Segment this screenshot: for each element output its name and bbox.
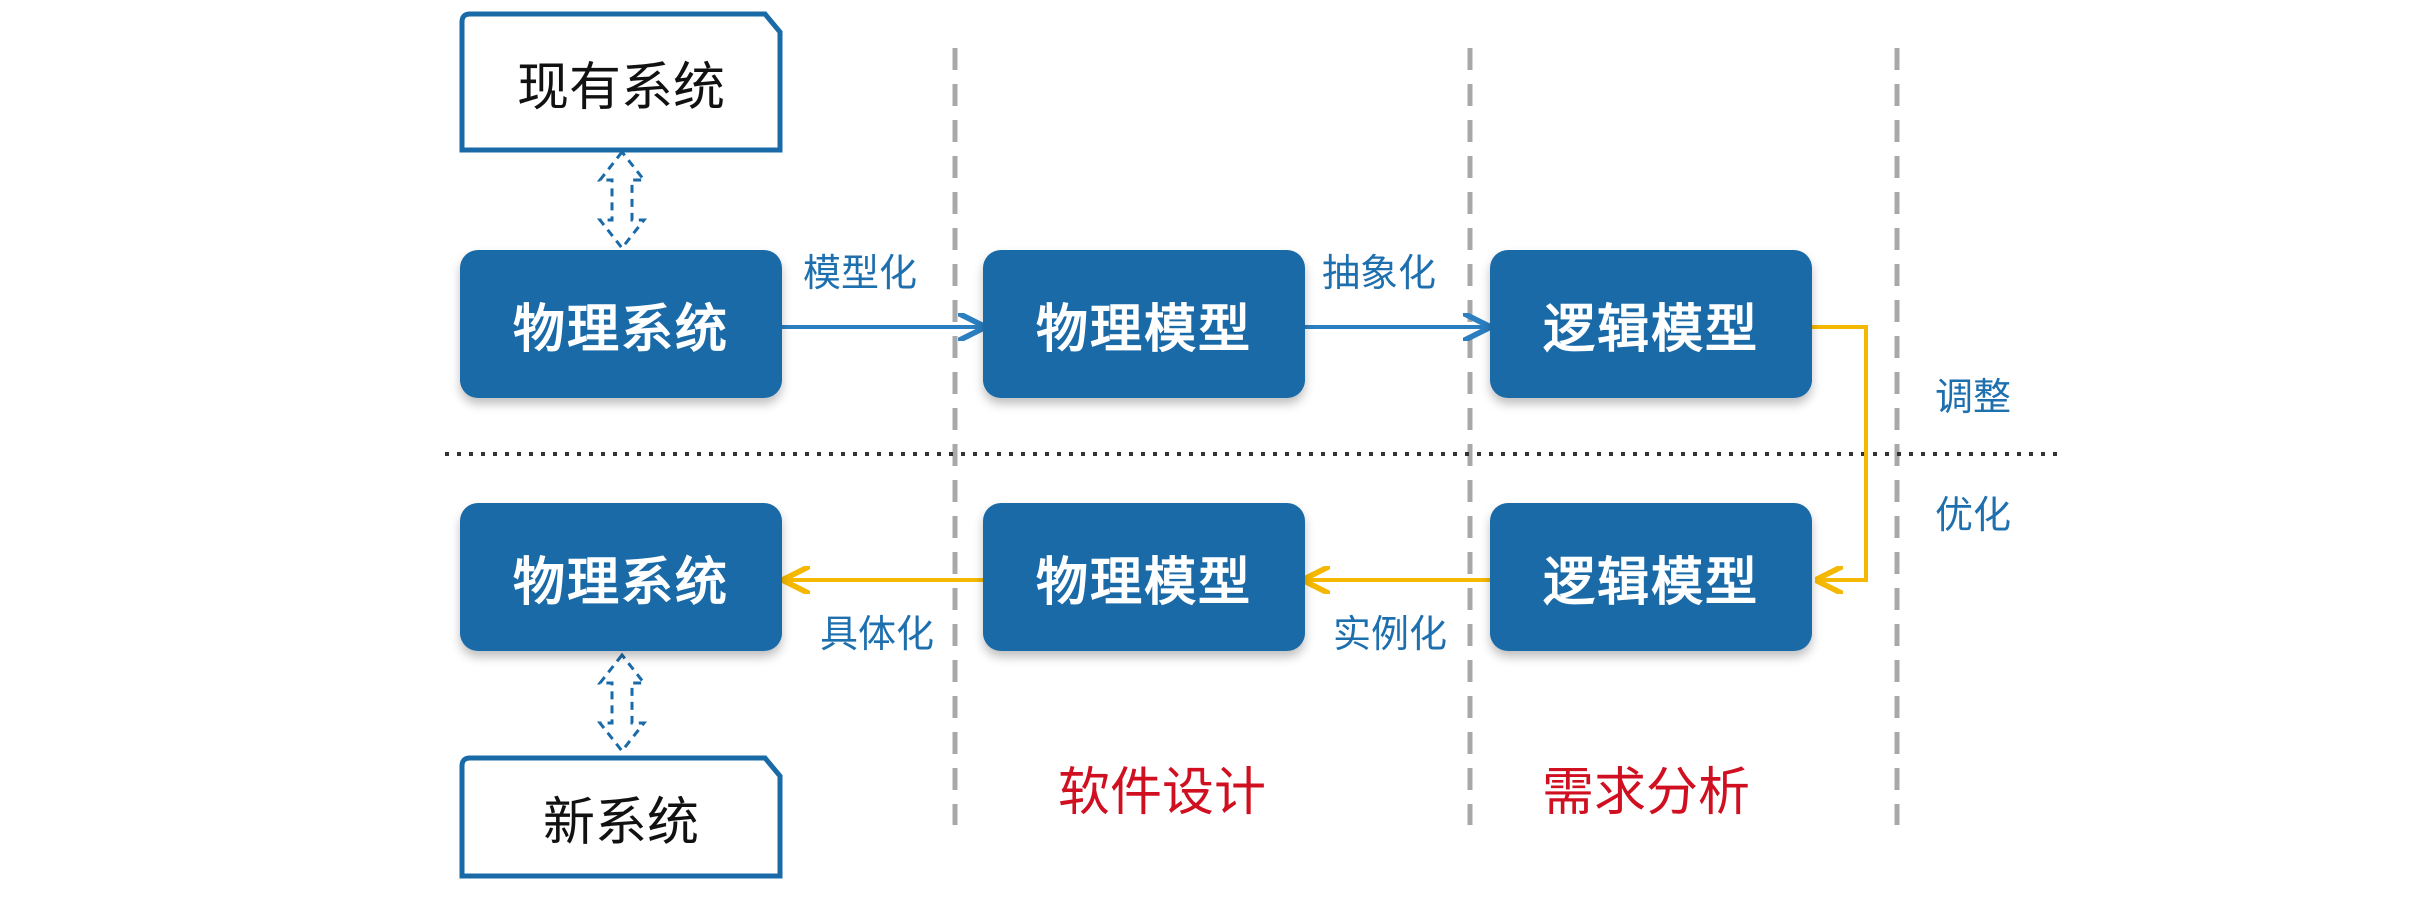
adjust-label: 调整 bbox=[1935, 375, 2012, 419]
top-physical-model-box: 物理模型 bbox=[983, 250, 1305, 398]
software-design-phase-label: 软件设计 bbox=[1058, 763, 1267, 823]
modeling-label: 模型化 bbox=[803, 251, 918, 295]
existing-system-shape bbox=[459, 11, 783, 153]
optimize-label: 优化 bbox=[1935, 493, 2012, 537]
existing-system-label: 现有系统 bbox=[516, 57, 725, 118]
new-system-shape bbox=[459, 755, 783, 879]
abstraction-label: 抽象化 bbox=[1322, 251, 1437, 295]
bottom-physical-model-box: 物理模型 bbox=[983, 503, 1305, 651]
bottom-logical-model-box: 逻辑模型 bbox=[1490, 503, 1812, 651]
requirements-analysis-phase-label: 需求分析 bbox=[1542, 763, 1751, 823]
arrow-adjust-optimize bbox=[1812, 325, 1868, 580]
dashed-double-arrow-top bbox=[596, 149, 648, 251]
top-logical-model-box: 逻辑模型 bbox=[1490, 250, 1812, 398]
top-physical-system-box: 物理系统 bbox=[460, 250, 782, 398]
dashed-double-arrow-bottom bbox=[596, 652, 648, 754]
concretization-label: 具体化 bbox=[820, 612, 935, 656]
instantiation-label: 实例化 bbox=[1333, 612, 1448, 656]
bottom-physical-system-box: 物理系统 bbox=[460, 503, 782, 651]
new-system-label: 新系统 bbox=[542, 792, 699, 853]
